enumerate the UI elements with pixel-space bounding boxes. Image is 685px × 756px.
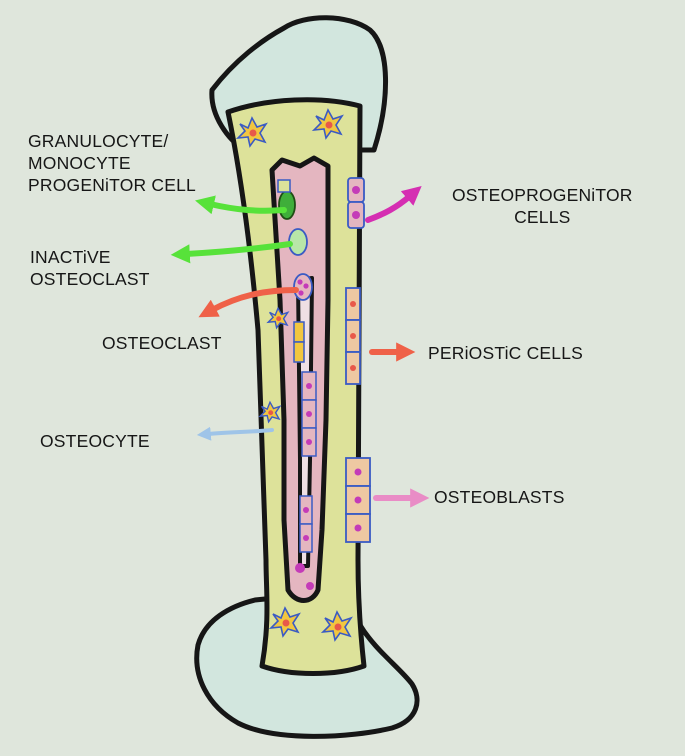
osteoclast-cell [293,273,313,301]
label-osteocyte: OSTEOCYTE [40,431,150,451]
label-osteoclast: OSTEOCLAST [102,333,222,353]
arrow-osteocyte [196,426,274,441]
progenitor-cell [277,179,296,220]
marrow-cells [295,563,314,590]
label-inactive-osteoclast: INACTiVE OSTEOCLAST [30,247,150,289]
label-arrows [170,186,430,508]
arrow-osteoprogenitor [365,186,422,223]
arrow-osteoclast [198,287,299,318]
periostic-cells [345,287,361,385]
label-osteoblasts: OSTEOBLASTS [434,487,565,507]
osteoblast-cells [345,457,371,543]
label-granulocyte-progenitor: GRANULOCYTE/ MONOCYTE PROGENiTOR CELL [28,131,196,195]
osteoprogenitor-cells [347,177,365,229]
label-osteoprogenitor-cells: OSTEOPROGENiTOR CELLS [452,185,633,227]
arrow-inactive-osteoclast [170,241,293,264]
endosteal-cells [293,321,317,553]
label-periostic-cells: PERiOSTiC CELLS [428,343,584,363]
osteocytes [235,108,353,642]
arrow-granulocyte [195,195,287,215]
